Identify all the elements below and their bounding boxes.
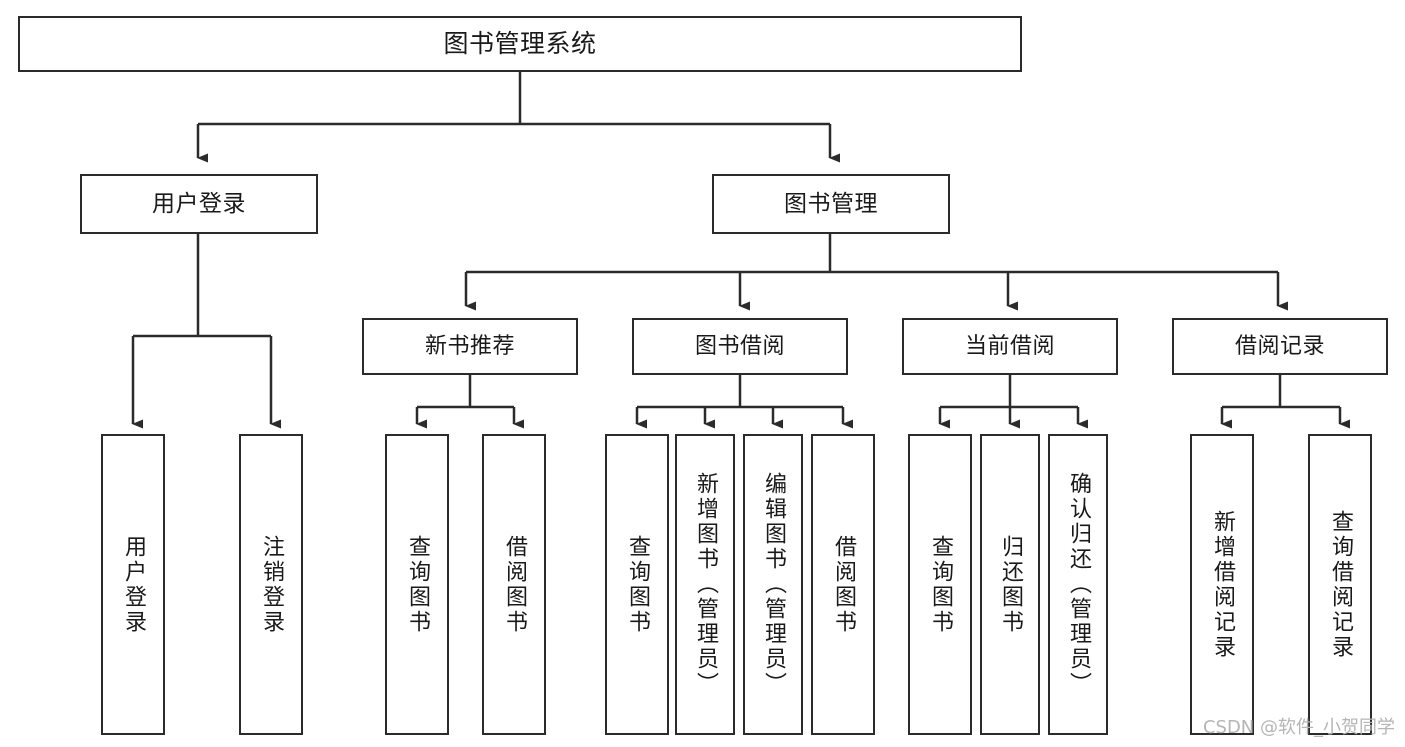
leaf-query-book-borrow[interactable]: 查询图书: [605, 434, 669, 735]
leaf-return-book[interactable]: 归还图书: [980, 434, 1040, 735]
node-label: 用户登录: [121, 534, 146, 635]
node-borrow-record[interactable]: 借阅记录: [1172, 318, 1388, 375]
node-label: 借阅图书: [502, 534, 527, 635]
leaf-logout[interactable]: 注销登录: [239, 434, 303, 735]
leaf-borrow-book[interactable]: 借阅图书: [811, 434, 875, 735]
node-book-management[interactable]: 图书管理: [712, 174, 950, 234]
node-label: 归还图书: [998, 534, 1023, 635]
leaf-confirm-return-admin[interactable]: 确认归还（管理员）: [1048, 434, 1108, 735]
node-label: 查询图书: [625, 534, 650, 635]
node-label: 查询图书: [928, 534, 953, 635]
node-label: 图书管理系统: [443, 28, 597, 58]
node-label: 新增图书（管理员）: [693, 472, 718, 697]
leaf-add-borrow-record[interactable]: 新增借阅记录: [1190, 434, 1254, 735]
node-label: 图书借阅: [694, 333, 785, 359]
leaf-query-book-current[interactable]: 查询图书: [908, 434, 972, 735]
watermark-text: CSDN @软件_小贺同学: [1202, 717, 1395, 738]
leaf-user-login[interactable]: 用户登录: [101, 434, 165, 735]
leaf-borrow-book-recommend[interactable]: 借阅图书: [482, 434, 546, 735]
node-label: 编辑图书（管理员）: [761, 472, 786, 697]
node-label: 图书管理: [784, 190, 878, 217]
node-label: 确认归还（管理员）: [1066, 472, 1091, 697]
leaf-query-book-recommend[interactable]: 查询图书: [385, 434, 449, 735]
node-root-system[interactable]: 图书管理系统: [18, 16, 1022, 72]
node-label: 查询图书: [405, 534, 430, 635]
node-label: 借阅图书: [831, 534, 856, 635]
node-label: 注销登录: [259, 534, 284, 635]
node-label: 当前借阅: [964, 333, 1055, 359]
leaf-add-book-admin[interactable]: 新增图书（管理员）: [675, 434, 735, 735]
node-book-borrow[interactable]: 图书借阅: [632, 318, 848, 375]
node-label: 新增借阅记录: [1210, 509, 1235, 660]
node-label: 新书推荐: [424, 333, 515, 359]
leaf-edit-book-admin[interactable]: 编辑图书（管理员）: [743, 434, 803, 735]
leaf-query-borrow-record[interactable]: 查询借阅记录: [1308, 434, 1372, 735]
node-user-login[interactable]: 用户登录: [80, 174, 318, 234]
node-current-borrow[interactable]: 当前借阅: [902, 318, 1118, 375]
node-label: 用户登录: [152, 190, 246, 217]
node-label: 查询借阅记录: [1328, 509, 1353, 660]
node-label: 借阅记录: [1234, 333, 1325, 359]
node-new-book-recommend[interactable]: 新书推荐: [362, 318, 578, 375]
